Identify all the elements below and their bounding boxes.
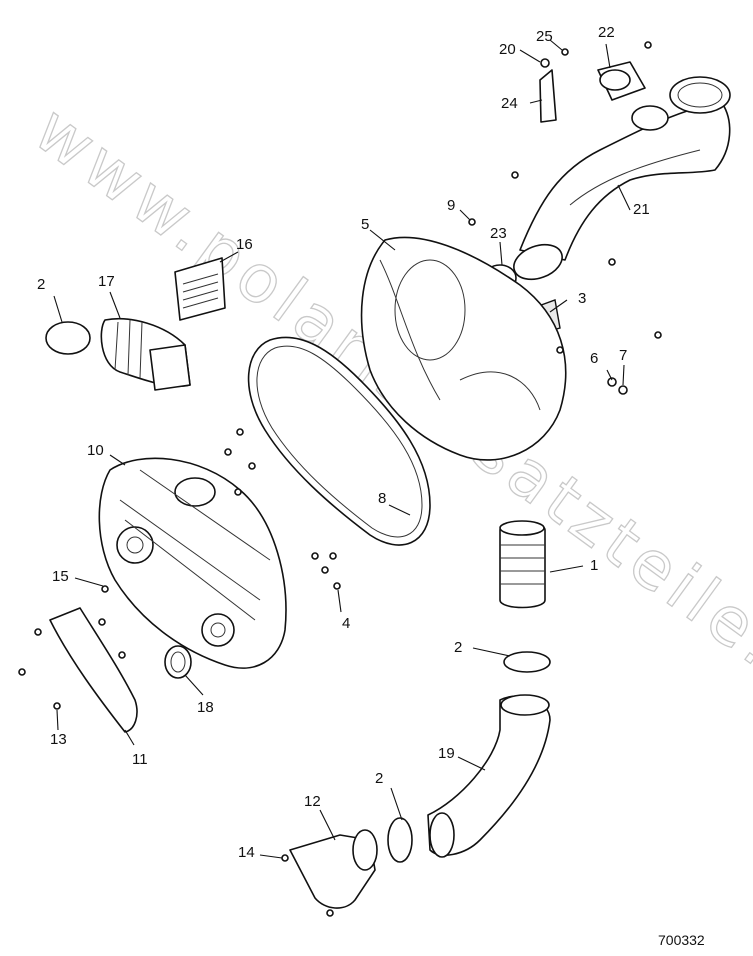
callout-2-lower: 2 <box>375 770 383 787</box>
callout-numbers: 1 2 2 2 3 4 5 6 7 8 9 10 11 12 13 14 15 … <box>37 24 650 861</box>
callout-20: 20 <box>499 41 516 58</box>
part-24-bracket <box>539 48 569 123</box>
part-1-filter <box>499 520 546 609</box>
callout-9: 9 <box>447 197 455 214</box>
part-16-vent-cover <box>174 257 226 321</box>
part-2-clamp-right <box>503 651 551 673</box>
part-12-lower-intake <box>289 829 378 909</box>
callout-19: 19 <box>438 745 455 762</box>
callout-17: 17 <box>98 273 115 290</box>
callout-21: 21 <box>633 201 650 218</box>
callout-24: 24 <box>501 95 518 112</box>
part-8-drive-belt <box>247 336 431 546</box>
part-18-grommet <box>164 645 192 679</box>
callout-13: 13 <box>50 731 67 748</box>
callout-2-left: 2 <box>37 276 45 293</box>
part-17-intake-duct <box>100 317 191 391</box>
part-19-lower-duct <box>427 694 551 858</box>
callout-15: 15 <box>52 568 69 585</box>
part-2-clamp-lower <box>387 817 413 863</box>
callout-16: 16 <box>236 236 253 253</box>
callout-18: 18 <box>197 699 214 716</box>
callout-6: 6 <box>590 350 598 367</box>
callout-5: 5 <box>361 216 369 233</box>
callout-8: 8 <box>378 490 386 507</box>
callout-14: 14 <box>238 844 255 861</box>
callout-2-right: 2 <box>454 639 462 656</box>
callout-23: 23 <box>490 225 507 242</box>
callout-22: 22 <box>598 24 615 41</box>
callout-25: 25 <box>536 28 553 45</box>
part-22-adapter <box>597 41 652 101</box>
clamp-upper <box>631 105 669 131</box>
part-2-clamp-left <box>45 321 91 355</box>
callout-12: 12 <box>304 793 321 810</box>
callout-3: 3 <box>578 290 586 307</box>
diagram-code: 700332 <box>658 932 705 948</box>
callout-11: 11 <box>132 751 148 768</box>
leader-lines <box>53 39 631 859</box>
callout-1: 1 <box>590 557 598 574</box>
callout-10: 10 <box>87 442 104 459</box>
part-5-outer-cover <box>360 236 567 461</box>
fasteners <box>18 171 662 917</box>
callout-4: 4 <box>342 615 350 632</box>
part-11-heat-shield <box>49 607 138 733</box>
part-10-inner-cover <box>98 457 287 669</box>
callout-7: 7 <box>619 347 627 364</box>
part-21-outlet-duct <box>513 76 731 281</box>
